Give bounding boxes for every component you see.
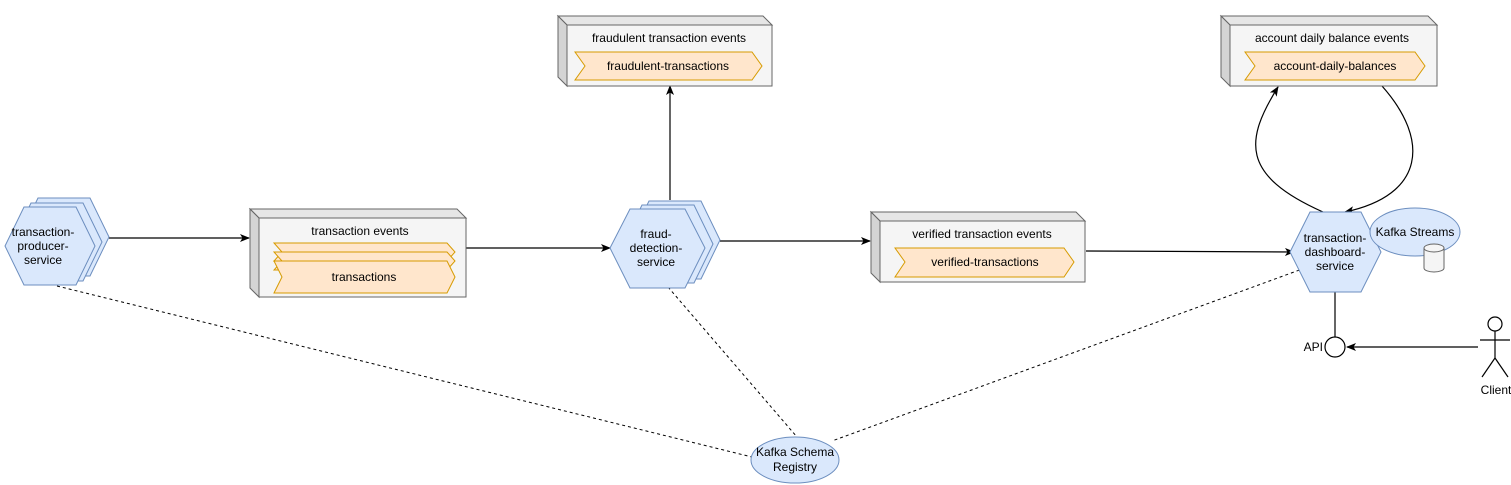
verified-events-side: [870, 210, 881, 284]
producer-label-line3: service: [24, 253, 62, 267]
transaction-events-side: [249, 207, 260, 299]
transaction-dashboard-service[interactable]: transaction- dashboard- service: [1289, 211, 1382, 293]
fraud-label-line1: fraud-: [640, 227, 671, 241]
dashboard-label-line2: dashboard-: [1305, 245, 1366, 259]
flow-arrows: [109, 85, 1478, 351]
producer-registry-link: [56, 285, 753, 458]
schema-registry-line1: Kafka Schema: [756, 445, 834, 459]
api-interface[interactable]: API: [1304, 336, 1346, 358]
dashboard-hexagon: [1289, 211, 1382, 293]
client-actor[interactable]: Client: [1480, 316, 1511, 397]
fraud-label-line2: detection-: [630, 241, 683, 255]
producer-label-line1: transaction-: [12, 225, 75, 239]
kafka-streams-label: Kafka Streams: [1376, 225, 1455, 239]
dashboard-label-line3: service: [1316, 259, 1354, 273]
database-icon: [1423, 243, 1445, 273]
api-circle-icon: [1324, 336, 1346, 358]
kafka-streams[interactable]: Kafka Streams: [1369, 207, 1461, 273]
verified-events-top: [869, 211, 1087, 222]
transactions-topic: [273, 260, 456, 294]
balance-events-side: [1220, 14, 1231, 88]
schema-registry-line2: Registry: [773, 460, 817, 474]
verified-topic: [894, 247, 1075, 278]
transactions-topic-label: transactions: [332, 270, 397, 284]
client-stick-figure-icon: [1480, 316, 1510, 378]
fraudulent-events-box[interactable]: fraudulent transaction events fraudulent…: [556, 14, 774, 88]
dashboard-label-line1: transaction-: [1304, 231, 1367, 245]
balances-to-dashboard-arrow: [1344, 85, 1414, 215]
schema-registry-links: [56, 267, 1306, 458]
balance-topic: [1244, 51, 1426, 81]
kafka-schema-registry[interactable]: Kafka Schema Registry: [750, 436, 840, 484]
fraudulent-topic-label: fraudulent-transactions: [607, 59, 729, 73]
transaction-producer-service[interactable]: transaction- producer- service: [4, 197, 110, 286]
transaction-events-title: transaction events: [311, 224, 408, 238]
fraud-detection-service[interactable]: fraud- detection- service: [609, 200, 721, 289]
schema-registry-ellipse: [750, 436, 840, 484]
producer-label-line2: producer-: [17, 239, 68, 253]
fraudulent-events-title: fraudulent transaction events: [592, 31, 746, 45]
api-label: API: [1304, 340, 1323, 354]
fraud-hexagon-front: [609, 208, 706, 289]
producer-hexagon-front: [4, 206, 96, 286]
fraudulent-events-side: [557, 14, 568, 88]
verified-to-dashboard-arrow: [1085, 247, 1295, 256]
transaction-events-box[interactable]: transaction events transactions: [248, 207, 468, 299]
client-label: Client: [1481, 383, 1511, 397]
balance-topic-label: account-daily-balances: [1274, 59, 1397, 73]
dashboard-to-balances-arrow: [1255, 86, 1324, 213]
fraud-registry-link: [667, 286, 798, 438]
balance-events-box[interactable]: account daily balance events account-dai…: [1219, 14, 1439, 88]
verified-events-title: verified transaction events: [912, 227, 1051, 241]
fraud-label-line3: service: [637, 255, 675, 269]
balance-events-title: account daily balance events: [1255, 31, 1409, 45]
fraudulent-events-top: [556, 15, 774, 26]
verified-events-box[interactable]: verified transaction events verified-tra…: [869, 210, 1087, 284]
transaction-events-top: [248, 208, 468, 219]
dashboard-registry-link: [831, 267, 1306, 442]
verified-topic-label: verified-transactions: [931, 255, 1038, 269]
balance-events-top: [1219, 15, 1439, 26]
fraudulent-topic: [574, 51, 763, 81]
